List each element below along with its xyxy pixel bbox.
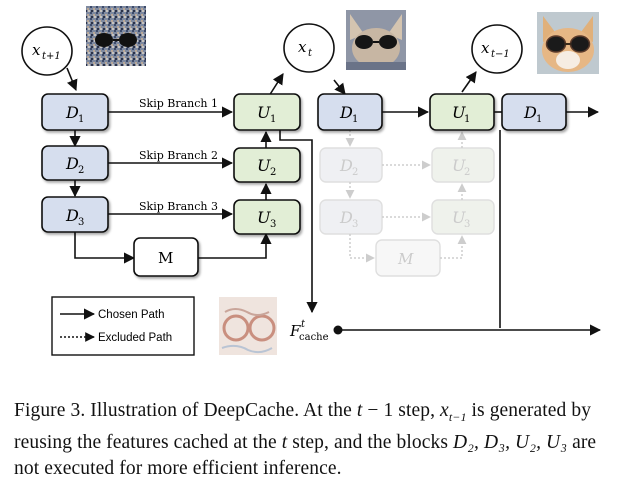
block-d3-sub: 3 [78,217,84,228]
block-u3-label: U [257,208,271,227]
svg-text:cache: cache [299,332,329,343]
excluded-blocks: D 2 D 3 M U 2 U 3 [319,130,495,277]
block-m-step-t [133,237,199,277]
block-d1-step-t [41,93,109,131]
timestep-x-t-minus-1: x t−1 [471,24,523,74]
block-u1-sub: 1 [270,114,276,125]
timestep-x-t-minus-1-label: x [481,39,490,57]
block-d2-label: D [65,154,79,173]
timestep-x-t: x t [283,23,335,73]
block-d2-sub: 2 [78,165,84,176]
figure-caption: Figure 3. Illustration of DeepCache. At … [14,400,597,479]
svg-text:2: 2 [352,167,358,178]
timestep-x-t-label: x [298,38,307,56]
svg-text:3: 3 [352,219,358,230]
block-d1-label: D [65,103,79,122]
noisy-cat-image [86,6,146,66]
block-u2-label: U [257,156,271,175]
svg-text:3: 3 [464,219,470,230]
block-u3-sub: 3 [270,219,276,230]
svg-text:D: D [339,208,353,227]
block-d1-sub: 1 [78,114,84,125]
svg-text:2: 2 [464,167,470,178]
timestep-x-t-plus-1: x t+1 [21,26,73,76]
svg-text:1: 1 [464,114,470,125]
skip-branch-3-label: Skip Branch 3 [139,200,218,213]
block-d2-step-t [41,145,109,181]
deepcache-diagram: x t+1 x t x t−1 Skip Branch 1 Skip Branc… [21,6,602,356]
block-u3-step-t [233,199,301,235]
svg-text:1: 1 [536,114,542,125]
partly-denoised-cat-image [346,10,406,70]
svg-text:1: 1 [352,114,358,125]
block-u1-label: U [257,103,271,122]
cache-node [333,325,343,335]
svg-text:D: D [339,103,353,122]
svg-text:D: D [339,156,353,175]
legend-excluded-label: Excluded Path [98,332,172,344]
block-d3-label: D [65,206,79,225]
skip-branch-1-label: Skip Branch 1 [139,97,218,110]
block-d3-step-t [41,196,109,233]
legend-chosen-label: Chosen Path [98,309,165,321]
timestep-x-t-plus-1-sub: t+1 [42,51,61,62]
svg-text:U: U [452,103,466,122]
svg-text:D: D [523,103,537,122]
block-m-label: M [158,249,173,267]
block-u2-sub: 2 [270,167,276,178]
timestep-x-t-plus-1-label: x [32,41,41,59]
block-u2-step-t [233,147,301,183]
cached-feature-map-image [219,297,277,355]
clean-cat-image [537,12,599,74]
skip-branch-2-label: Skip Branch 2 [139,149,218,162]
svg-text:t: t [301,319,306,330]
timestep-x-t-minus-1-sub: t−1 [491,49,510,60]
timestep-x-t-sub: t [308,48,313,59]
svg-text:U: U [452,156,466,175]
block-u1-step-t [233,93,301,131]
svg-text:F: F [289,322,301,340]
svg-text:U: U [452,208,466,227]
svg-text:M: M [397,250,414,268]
legend: Chosen Path Excluded Path [51,296,195,356]
feature-cache-label: F t cache [289,319,329,343]
